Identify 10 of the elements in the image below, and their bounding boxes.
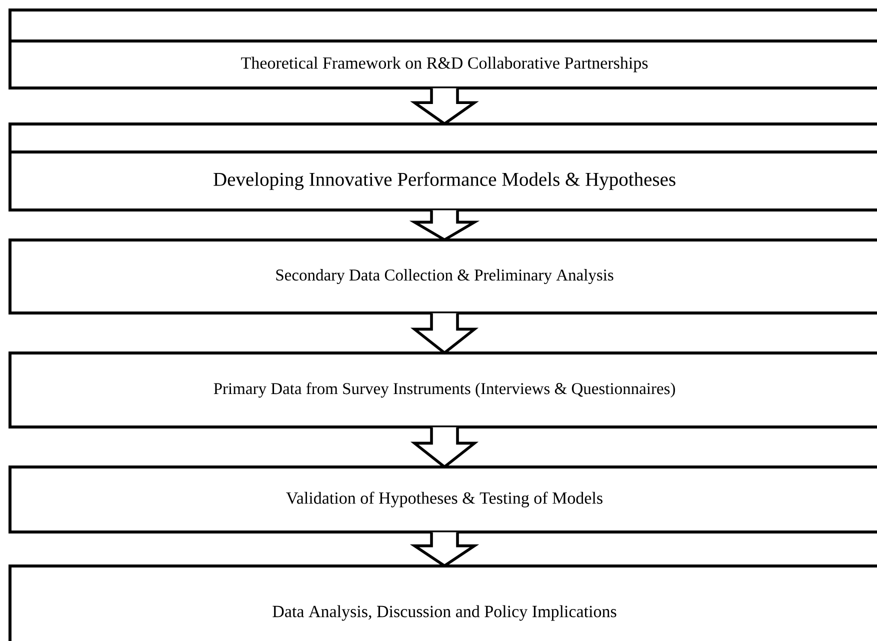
process-box: Secondary Data Collection & Preliminary Analysis: [8, 238, 877, 314]
block-arrow: [410, 530, 480, 568]
process-box: Developing Innovative Performance Models & Hypotheses: [8, 122, 877, 212]
process-box: Theoretical Framework on R&D Collaborative Partnerships: [8, 8, 877, 90]
process-box: Data Analysis, Discussion and Policy Implications: [8, 564, 877, 641]
process-box: Validation of Hypotheses & Testing of Models: [8, 466, 877, 534]
block-arrow: [409, 208, 480, 242]
block-arrow: [410, 312, 479, 355]
process-box: Primary Data from Survey Instruments (Interviews & Questionnaires): [8, 352, 877, 428]
block-arrow: [410, 426, 479, 469]
